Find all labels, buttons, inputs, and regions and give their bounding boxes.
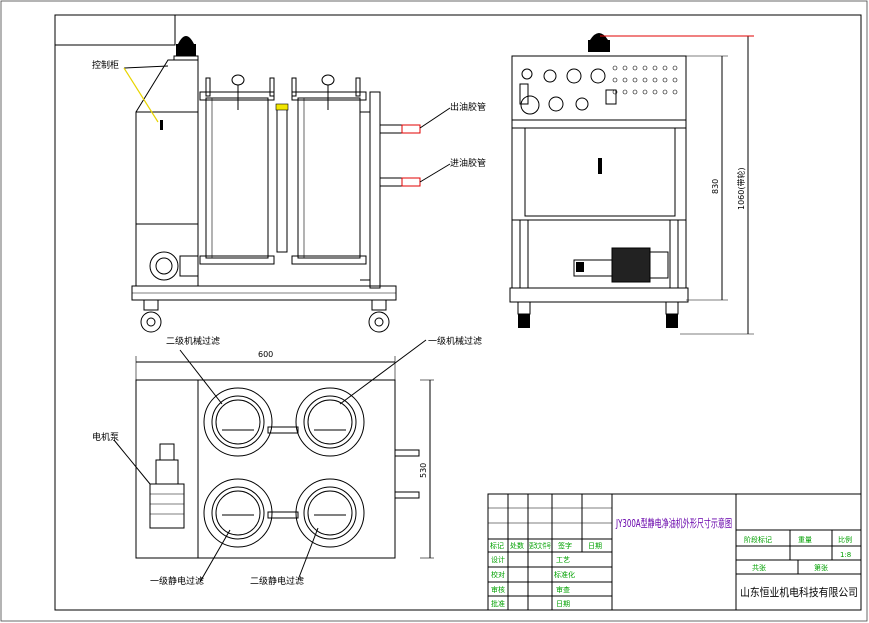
label-secondary-electrostatic: 二级静电过滤 [250,575,304,587]
control-panel [511,55,687,121]
dim-width: 600 [258,350,273,359]
label-oil-inlet: 进油胶管 [450,157,486,169]
mid-row-2: 标准化 [554,570,575,579]
left-row-4: 批准 [491,599,505,608]
rev-header-3: 更改文件号 [529,541,551,550]
dim-height-wheels: 1060(带轮) [736,167,746,210]
drawing-border [54,14,862,611]
company-name: 山东恒业机电科技有限公司 [740,585,858,599]
rev-header-1: 标记 [490,541,504,550]
label-primary-mech-filter: 一级机械过滤 [428,335,482,347]
top-base [135,379,396,559]
motor [611,247,651,283]
filter-ring-3 [203,478,273,548]
dim-depth: 530 [419,463,428,478]
label-primary-electrostatic: 一级静电过滤 [150,575,204,587]
rev-header-5: 日期 [588,542,602,550]
left-row-1: 设计 [491,555,505,564]
title-block [487,493,862,611]
left-row-3: 审核 [491,585,505,594]
label-control-cabinet: 控制柜 [92,59,119,71]
filter-ring-4 [295,478,365,548]
motor-pump-top [149,483,185,529]
sheet-total: 共张 [752,563,766,572]
dim-height: 830 [711,179,720,194]
filter-can-left [205,97,269,259]
label-secondary-mech-filter: 二级机械过滤 [166,335,220,347]
rev-header-2: 处数 [510,541,524,550]
top-view [113,339,434,583]
label-motor-pump: 电机泵 [92,431,119,443]
mid-row-4: 日期 [556,600,570,608]
corner-box [54,14,176,46]
left-row-2: 校对 [491,570,505,579]
rev-header-4: 签字 [558,541,572,550]
sheet-number: 第张 [814,563,828,572]
right-header-1: 阶段标记 [744,535,772,544]
right-header-2: 重量 [798,536,812,544]
mid-row-3: 审查 [556,585,570,594]
scale-value: 1:8 [840,551,851,559]
filter-ring-2 [295,387,365,457]
pump-flange [149,251,179,281]
filter-can-right [297,97,361,259]
drawing-title: JY300A型静电净油机外形尺寸示意图 [615,516,732,530]
control-cabinet [135,111,199,225]
side-view [509,33,754,335]
mid-row-1: 工艺 [556,556,570,564]
right-header-3: 比例 [838,535,852,544]
label-oil-outlet: 出油胶管 [450,101,486,113]
front-view [123,36,451,333]
filter-ring-1 [203,387,273,457]
